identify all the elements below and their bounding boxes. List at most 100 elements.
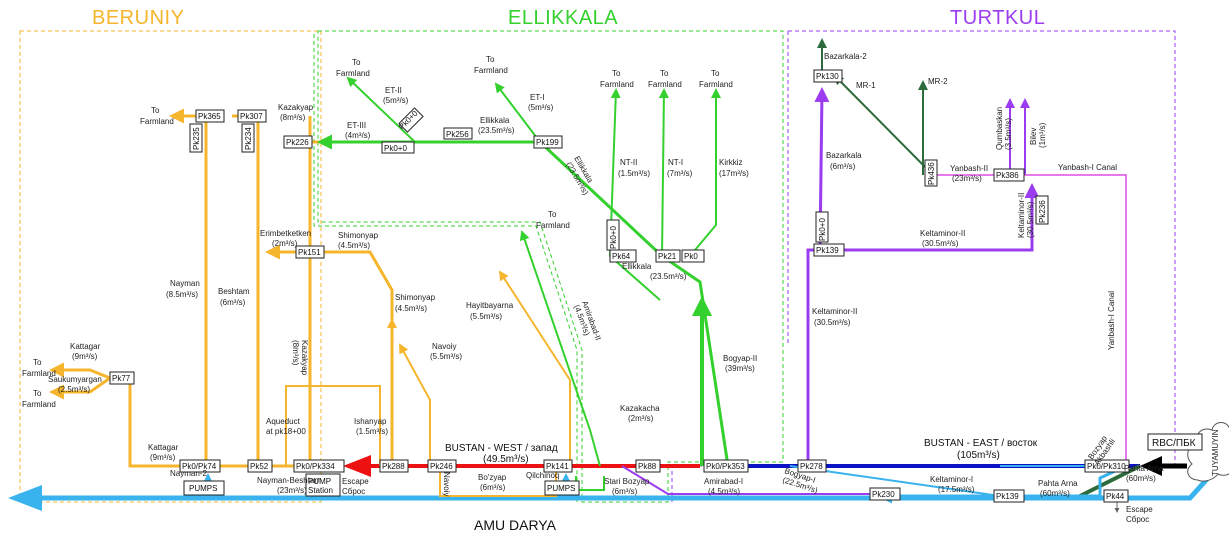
- node-pk130: Pk130: [816, 72, 839, 81]
- ellikkala-region-frame-inner: [313, 34, 578, 502]
- et-ii-flow: (5m³/s): [383, 96, 409, 105]
- to-farmland-7-to: To: [660, 69, 669, 78]
- bazarkala2-label: Bazarkala-2: [824, 52, 867, 61]
- amirabad-i-flow: (4.5m³/s): [708, 487, 740, 496]
- beshtam-label: Beshtam: [218, 287, 250, 296]
- pump-nayman2-label: PUMPS: [189, 484, 217, 493]
- kattagar-flow-1: (9m³/s): [72, 352, 98, 361]
- nt-ii-label: NT-II: [620, 158, 637, 167]
- nayman2-label: Nayman-2: [170, 469, 207, 478]
- shimonyap-flow-2: (4.5m³/s): [395, 304, 427, 313]
- turtkul-labels: Amirabad-I (4.5m³/s) Bogyap-I (22.5m³/s)…: [704, 52, 1164, 524]
- et-i-label: ET-I: [530, 93, 545, 102]
- to-farmland-1-fl: Farmland: [140, 117, 174, 126]
- beshtam-flow: (6m³/s): [220, 298, 246, 307]
- stari-bozyap-flow: (6m³/s): [612, 487, 638, 496]
- aqueduct-pk: at pk18+00: [266, 427, 306, 436]
- kazakyap-label-v: Kazakyap: [300, 340, 309, 376]
- node-pk77: Pk77: [112, 374, 131, 383]
- bozyap-flow: (6m³/s): [480, 483, 506, 492]
- node-pk226: Pk226: [286, 138, 309, 147]
- node-pk0-pk334: Pk0/Pk334: [296, 462, 335, 471]
- to-farmland-3-to: To: [33, 389, 42, 398]
- et-iii-label: ET-III: [347, 121, 366, 130]
- to-farmland-5-to: To: [486, 55, 495, 64]
- node-pk0-0c: Pk0+0: [609, 226, 618, 249]
- keltaminor-ii-label-2: Keltaminor-II: [920, 229, 965, 238]
- bustan-east-flow: (105m³/s): [957, 450, 1000, 461]
- kazakacha-label: Kazakacha: [620, 404, 660, 413]
- kirkkiz-label: Kirkkiz: [719, 158, 743, 167]
- hayitbayarna-label: Hayitbayarna: [466, 301, 514, 310]
- navoiy-label: Navoiy: [432, 342, 456, 351]
- shimonyap-flow-1: (4.5m³/s): [338, 241, 370, 250]
- node-pk0-pk353: Pk0/Pk353: [706, 462, 745, 471]
- to-farmland-8-fl: Farmland: [699, 80, 733, 89]
- pahta-arna-label-2: Pahta Arna: [1124, 464, 1164, 473]
- nodes: Pk0/Pk310 Pk278 Pk0/Pk353 Pk88 Pk141 Pk2…: [109, 69, 1130, 503]
- node-pk64: Pk64: [612, 252, 631, 261]
- to-farmland-7-fl: Farmland: [648, 80, 682, 89]
- kattagar-label-2: Kattagar: [148, 443, 179, 452]
- shimonyap-label-1: Shimonyap: [338, 231, 379, 240]
- bilev-label: Bilev: [1029, 128, 1038, 145]
- rbc-label: RBC/ПБК: [1152, 438, 1196, 449]
- node-pk0-0d: Pk0+0: [818, 218, 827, 241]
- bazarkala-flow: (6m³/s): [830, 162, 856, 171]
- amu-darya-arrowhead: [8, 485, 42, 511]
- bustan-west-flow: (49.5m³/s): [483, 454, 529, 465]
- ishanyap-label: Ishanyap: [354, 417, 387, 426]
- yanbash-ii-flow: (23m³/s): [952, 174, 982, 183]
- et-iii-flow: (4m³/s): [345, 131, 371, 140]
- escape-label-2: Escape: [1126, 505, 1153, 514]
- node-pk230: Pk230: [872, 490, 895, 499]
- node-pk141: Pk141: [546, 462, 569, 471]
- ellikkala-flow-1: (23.5m³/s): [478, 126, 515, 135]
- to-farmland-1-to: To: [151, 106, 160, 115]
- bilev-flow: (1m³/s): [1038, 122, 1047, 148]
- ellikkala-label-1: Ellikkala: [480, 116, 510, 125]
- navoiy-flow: (5.5m³/s): [430, 352, 462, 361]
- to-farmland-9-to: To: [548, 210, 557, 219]
- bogyap-ii-label: Bogyap-II: [723, 354, 757, 363]
- yanbash-i-canal: [925, 174, 1127, 466]
- qilchinoq-label: Qilchinoq: [526, 471, 559, 480]
- node-pk307: Pk307: [240, 112, 263, 121]
- nayman-beshtam-flow: (23m³/s): [277, 486, 307, 495]
- node-pk234: Pk234: [244, 127, 253, 150]
- node-pk0-pk74: Pk0/Pk74: [182, 462, 217, 471]
- erimbetketken-flow: (2m³/s): [272, 239, 298, 248]
- pump-station: [305, 473, 341, 497]
- qumbaskan-flow: (3.5m³/s): [1004, 118, 1013, 150]
- kazakyap-flow-1: (8m³/s): [280, 113, 306, 122]
- nt-i-flow: (7m³/s): [667, 169, 693, 178]
- yanbash-ii-label: Yanbash-II: [950, 164, 988, 173]
- et-ii-label: ET-II: [385, 86, 402, 95]
- tuyamuyin-cloud: [1187, 422, 1229, 482]
- mr1-label: MR-1: [856, 81, 876, 90]
- pahta-arna-label-1: Pahta Arna: [1038, 479, 1078, 488]
- keltaminor-ii-flow-v: (30.5m³/s): [1026, 201, 1035, 238]
- vertical-nodes: Pk235 Pk234 Pk0+0 Pk0+0 Pk0+0 Pk436 Pk23…: [189, 107, 1049, 251]
- shimonyap-label-2: Shimonyap: [395, 293, 436, 302]
- hayitbayarna-flow: (5.5m³/s): [470, 312, 502, 321]
- kazakyap-flow-v: (8m³/s): [291, 340, 300, 366]
- node-pk436: Pk436: [927, 162, 936, 185]
- tuyamuyin-label: TUYAMUYIN: [1211, 429, 1220, 476]
- rbc-inflow-arrowhead: [1140, 456, 1162, 476]
- pump-station-label-2: Station: [308, 486, 333, 495]
- node-pk0-ell: Pk0: [684, 252, 698, 261]
- node-pk139-b: Pk139: [996, 492, 1019, 501]
- nt-i-label: NT-I: [668, 158, 683, 167]
- node-pk199: Pk199: [536, 138, 559, 147]
- keltaminor-i-label: Keltaminor-I: [930, 475, 973, 484]
- beruniy-labels: To Farmland To Farmland To Farmland Katt…: [22, 103, 559, 496]
- amu-darya-river: [30, 476, 1210, 501]
- keltaminor-ii-label-1: Keltaminor-II: [812, 307, 857, 316]
- bozyap-label: Bo'zyap: [478, 473, 507, 482]
- ishanyap-flow: (1.5m³/s): [356, 427, 388, 436]
- keltaminor-i-flow: (17.5m³/s): [938, 485, 975, 494]
- node-pk44: Pk44: [1106, 492, 1125, 501]
- beruniy-title: BERUNIY: [92, 7, 184, 29]
